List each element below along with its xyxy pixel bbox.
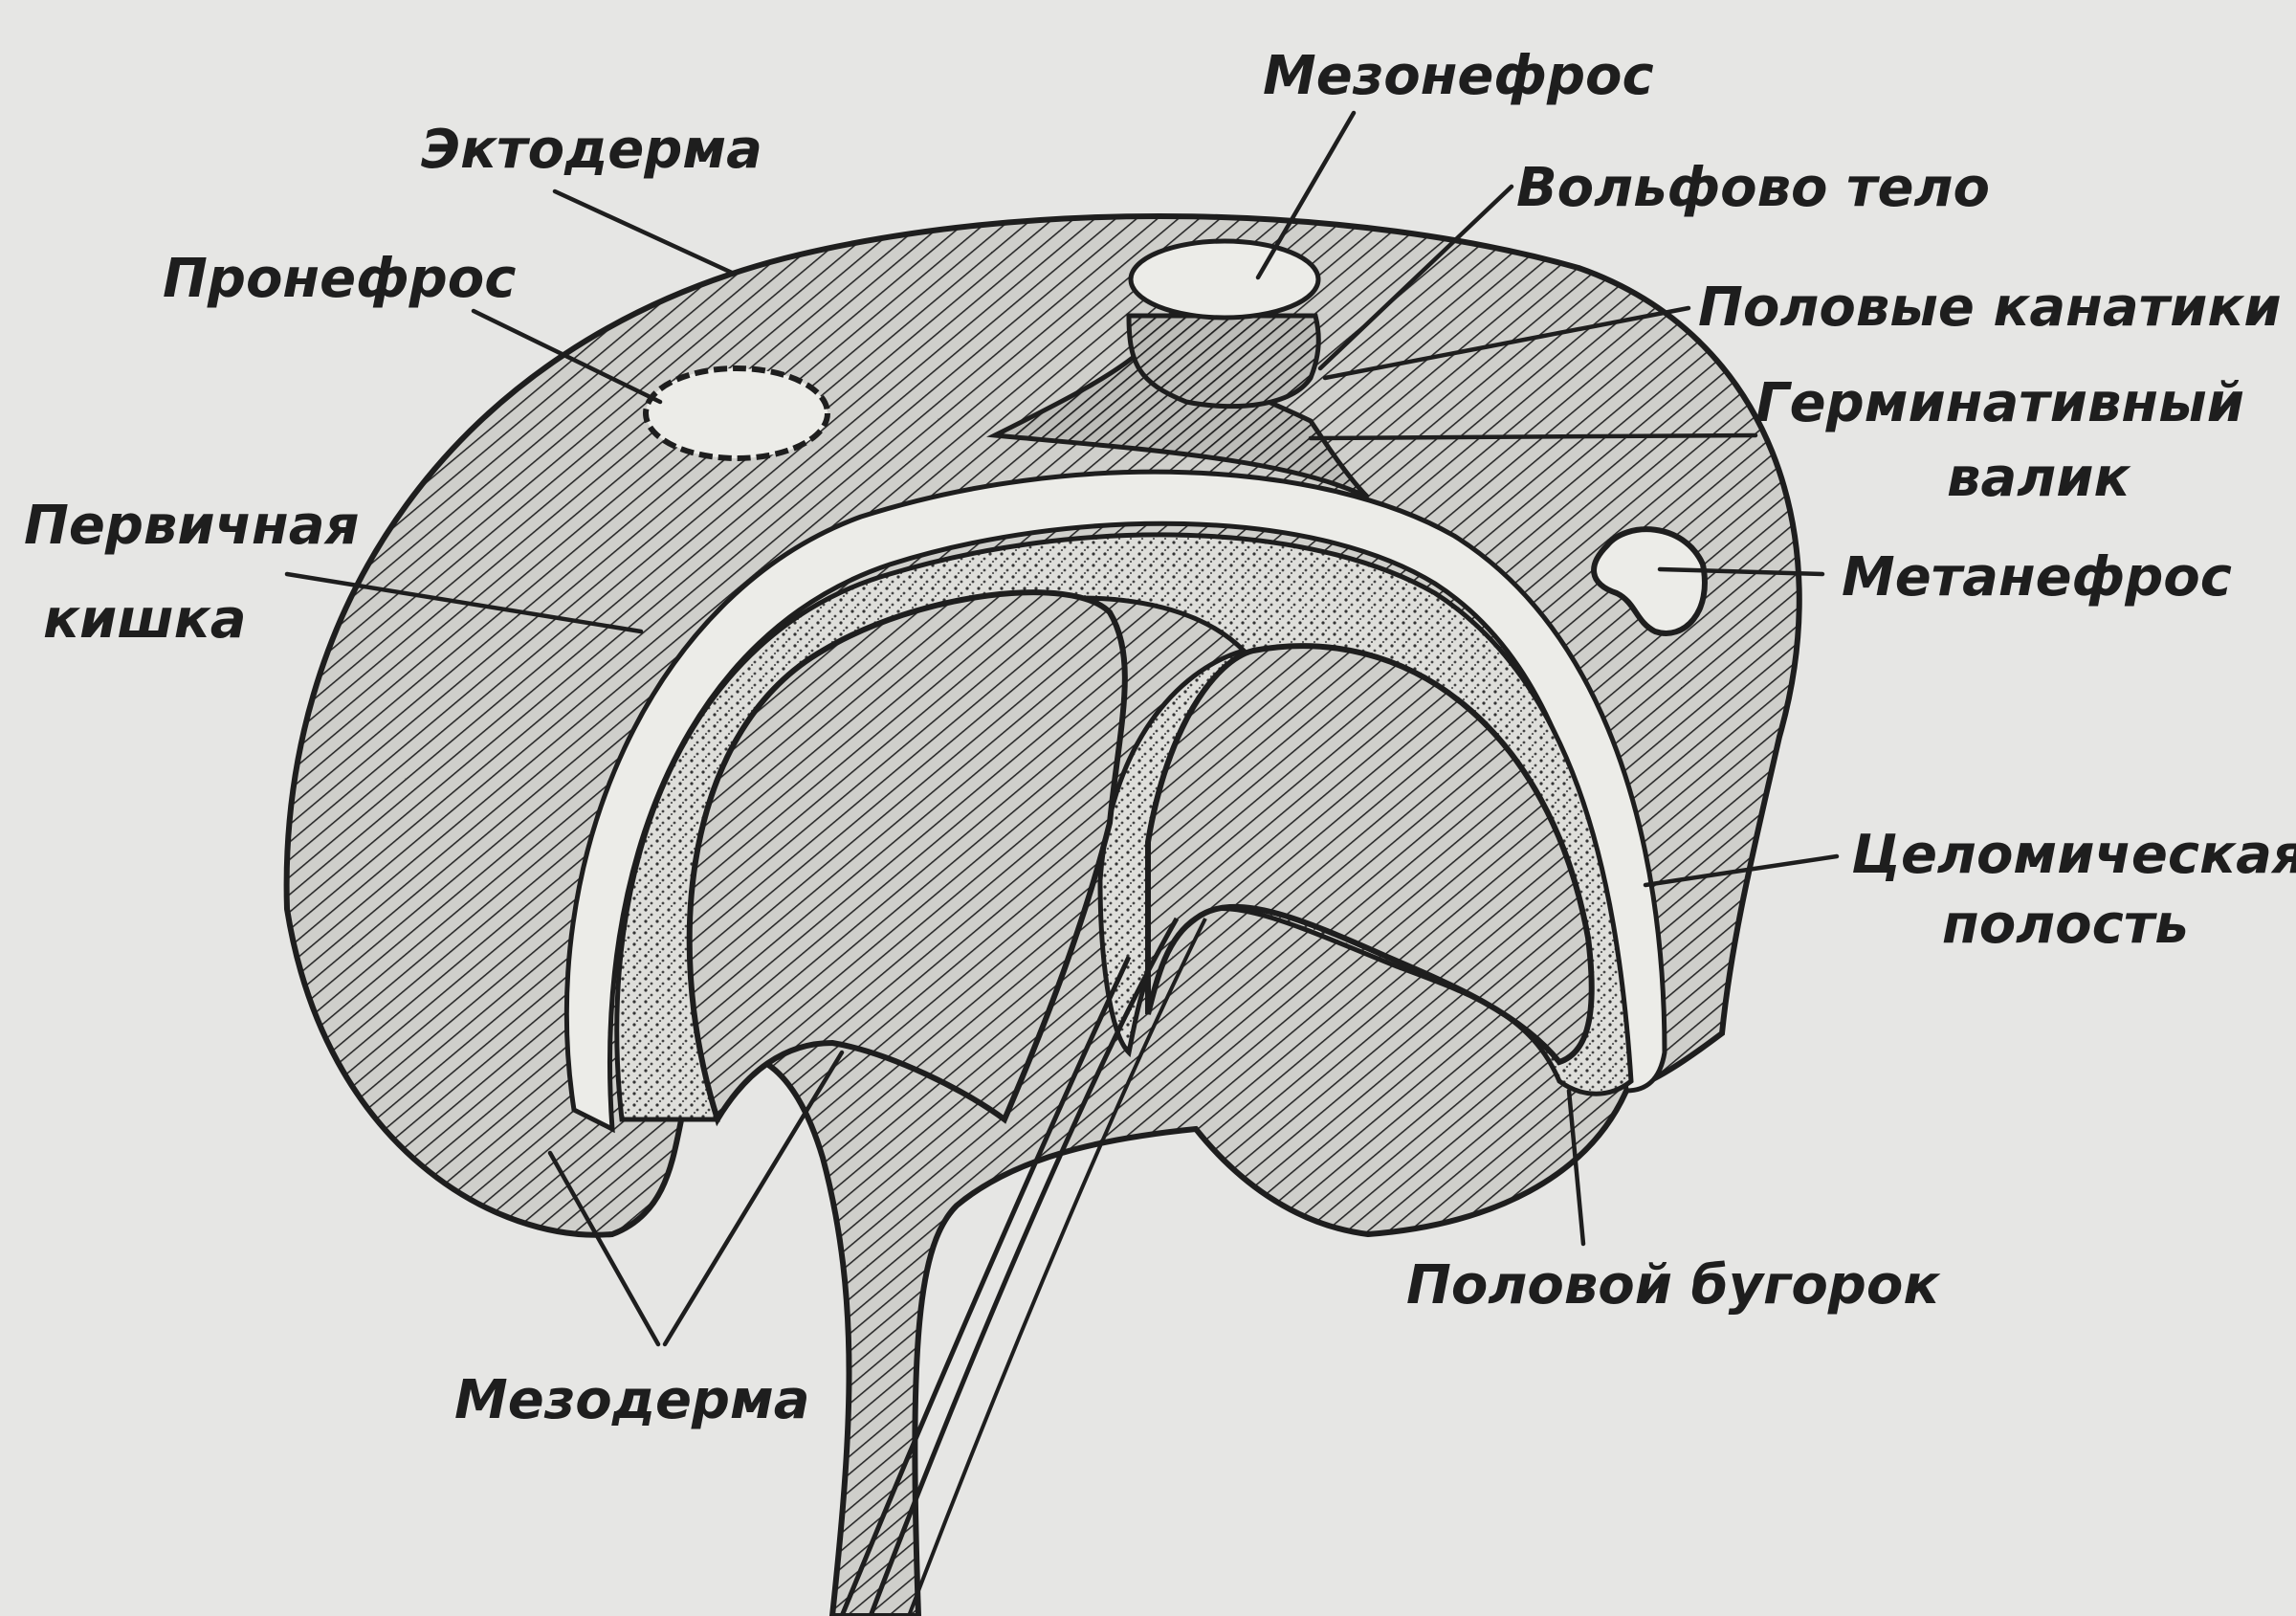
label-wolffian-body: Вольфово тело [1516,157,1990,219]
label-mesoderm: Мезодерма [454,1369,810,1431]
label-coelomic-cavity-2: полость [1942,894,2189,956]
leader-ectoderm [555,191,732,273]
label-genital-tubercle: Половой бугорок [1406,1254,1941,1317]
wolffian-body-top [1131,241,1318,318]
pronephros-hole [646,368,828,458]
leader-germinal-ridge [1311,435,1755,438]
label-metanephros: Метанефрос [1842,546,2232,609]
label-germinal-ridge-1: Герминативный [1755,372,2244,434]
label-mesonephros: Мезонефрос [1263,45,1654,107]
label-primary-gut-2: кишка [43,588,247,651]
label-germinal-ridge-2: валик [1947,447,2131,509]
label-sex-cords: Половые канатики [1698,277,2282,339]
label-ectoderm: Эктодерма [421,119,762,181]
label-coelomic-cavity-1: Целомическая [1851,824,2296,886]
label-pronephros: Пронефрос [163,248,516,310]
label-primary-gut-1: Первичная [24,495,360,557]
